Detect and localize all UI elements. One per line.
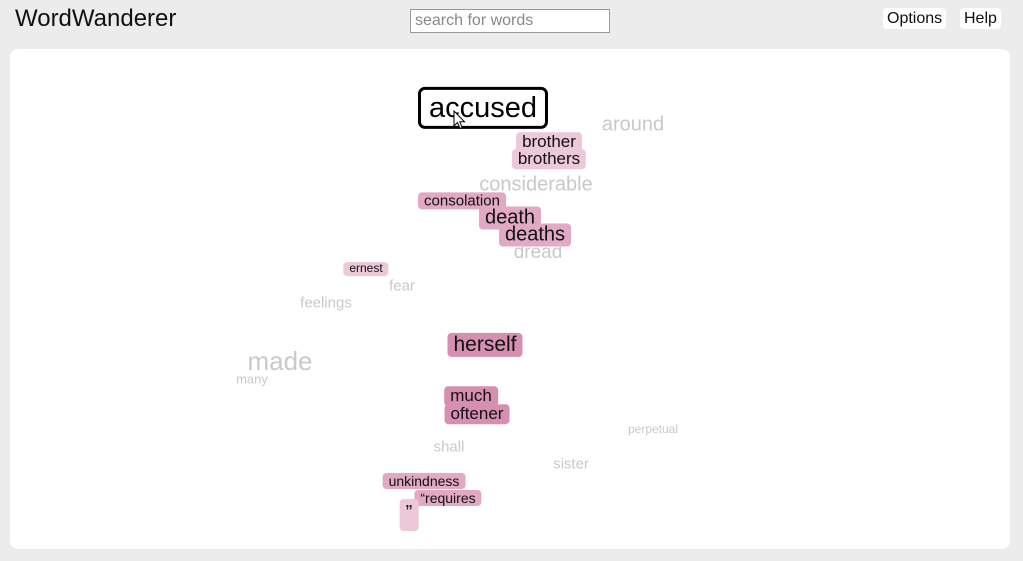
search-input[interactable] [410, 9, 610, 33]
word-feelings[interactable]: feelings [300, 294, 352, 312]
word-many[interactable]: many [236, 371, 268, 387]
app-title: WordWanderer [15, 5, 177, 32]
word-sister[interactable]: sister [553, 455, 589, 473]
word-requires[interactable]: “requires [414, 489, 482, 507]
word-consolation[interactable]: consolation [418, 192, 506, 210]
word-close-quote[interactable]: ” [399, 499, 419, 531]
word-around[interactable]: around [601, 113, 665, 136]
word-considerable[interactable]: considerable [479, 173, 593, 196]
word-perpetual[interactable]: perpetual [627, 422, 679, 437]
word-brother[interactable]: brother [516, 132, 582, 152]
word-much[interactable]: much [444, 386, 498, 406]
app-header: WordWanderer Options Help [0, 0, 1023, 44]
word-ernest[interactable]: ernest [343, 261, 389, 276]
word-deaths[interactable]: deaths [498, 223, 572, 247]
word-cloud-canvas: accused around brother brothers consider… [10, 49, 1010, 549]
word-herself[interactable]: herself [447, 332, 523, 358]
focus-word[interactable]: accused [417, 86, 549, 130]
word-unkindness[interactable]: unkindness [382, 472, 466, 490]
word-dread[interactable]: dread [513, 242, 563, 264]
word-fear[interactable]: fear [389, 277, 415, 295]
word-oftener[interactable]: oftener [444, 404, 510, 424]
options-button[interactable]: Options [883, 8, 947, 29]
word-shall[interactable]: shall [433, 438, 465, 456]
word-made[interactable]: made [247, 346, 313, 377]
word-brothers[interactable]: brothers [511, 149, 587, 169]
help-button[interactable]: Help [960, 8, 1001, 29]
